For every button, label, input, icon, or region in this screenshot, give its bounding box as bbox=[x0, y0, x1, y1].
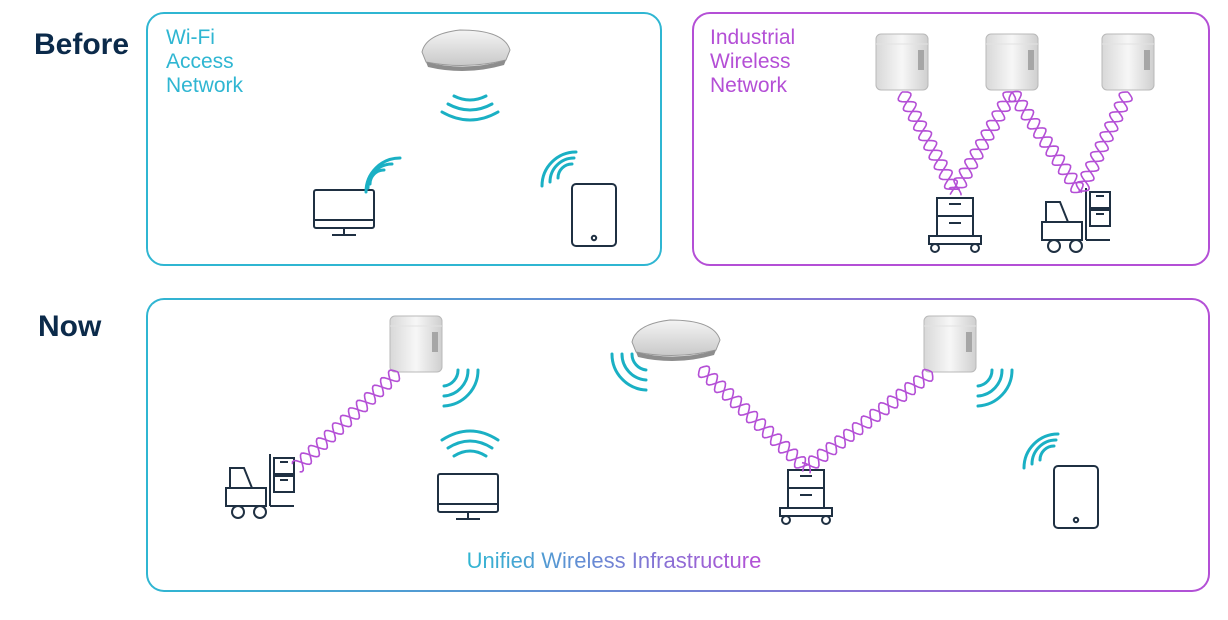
helix-link-icon bbox=[1008, 90, 1084, 194]
tablet-icon bbox=[1053, 465, 1099, 529]
row-label-now: Now bbox=[38, 310, 102, 343]
ceiling-access-point-icon bbox=[631, 319, 721, 362]
wifi-waves-icon bbox=[610, 352, 648, 392]
industrial-title-line: Network bbox=[710, 74, 788, 97]
wifi-waves-icon bbox=[440, 429, 500, 458]
industrial-wireless-network-panel bbox=[692, 12, 1210, 266]
row-label-before: Before bbox=[34, 28, 130, 61]
industrial-panel-title: Industrial Wireless Network bbox=[710, 26, 795, 98]
helix-link-icon bbox=[291, 369, 401, 473]
wifi-title-line: Wi-Fi bbox=[166, 26, 215, 49]
forklift-icon bbox=[1041, 187, 1111, 253]
forklift-icon bbox=[225, 453, 295, 519]
industrial-radio-icon bbox=[875, 33, 929, 91]
wifi-waves-icon bbox=[364, 156, 402, 194]
cart-icon bbox=[779, 469, 833, 525]
wifi-title-line: Access bbox=[166, 50, 234, 73]
helix-link-icon bbox=[697, 365, 810, 472]
wifi-access-network-panel bbox=[146, 12, 662, 266]
industrial-radio-icon bbox=[985, 33, 1039, 91]
cart-icon bbox=[928, 197, 982, 253]
tablet-icon bbox=[571, 183, 617, 247]
unified-caption: Unified Wireless Infrastructure bbox=[466, 548, 762, 573]
wifi-panel-title: Wi-Fi Access Network bbox=[166, 26, 243, 98]
industrial-title-line: Industrial bbox=[710, 26, 796, 49]
helix-link-icon bbox=[801, 368, 934, 474]
monitor-icon bbox=[437, 473, 499, 520]
industrial-title-line: Wireless bbox=[710, 50, 791, 73]
helix-link-icon bbox=[948, 91, 1017, 196]
industrial-radio-icon bbox=[1101, 33, 1155, 91]
industrial-radio-icon bbox=[923, 315, 977, 373]
wifi-waves-icon bbox=[442, 368, 480, 408]
wifi-title-line: Network bbox=[166, 74, 244, 97]
wifi-waves-icon bbox=[1022, 432, 1060, 470]
monitor-icon bbox=[313, 189, 375, 236]
wifi-waves-icon bbox=[540, 150, 578, 188]
helix-link-icon bbox=[1075, 91, 1133, 194]
ceiling-access-point-icon bbox=[421, 29, 511, 72]
industrial-radio-icon bbox=[389, 315, 443, 373]
wifi-waves-icon bbox=[976, 368, 1014, 408]
helix-link-icon bbox=[897, 91, 960, 195]
wifi-waves-icon bbox=[440, 94, 500, 122]
